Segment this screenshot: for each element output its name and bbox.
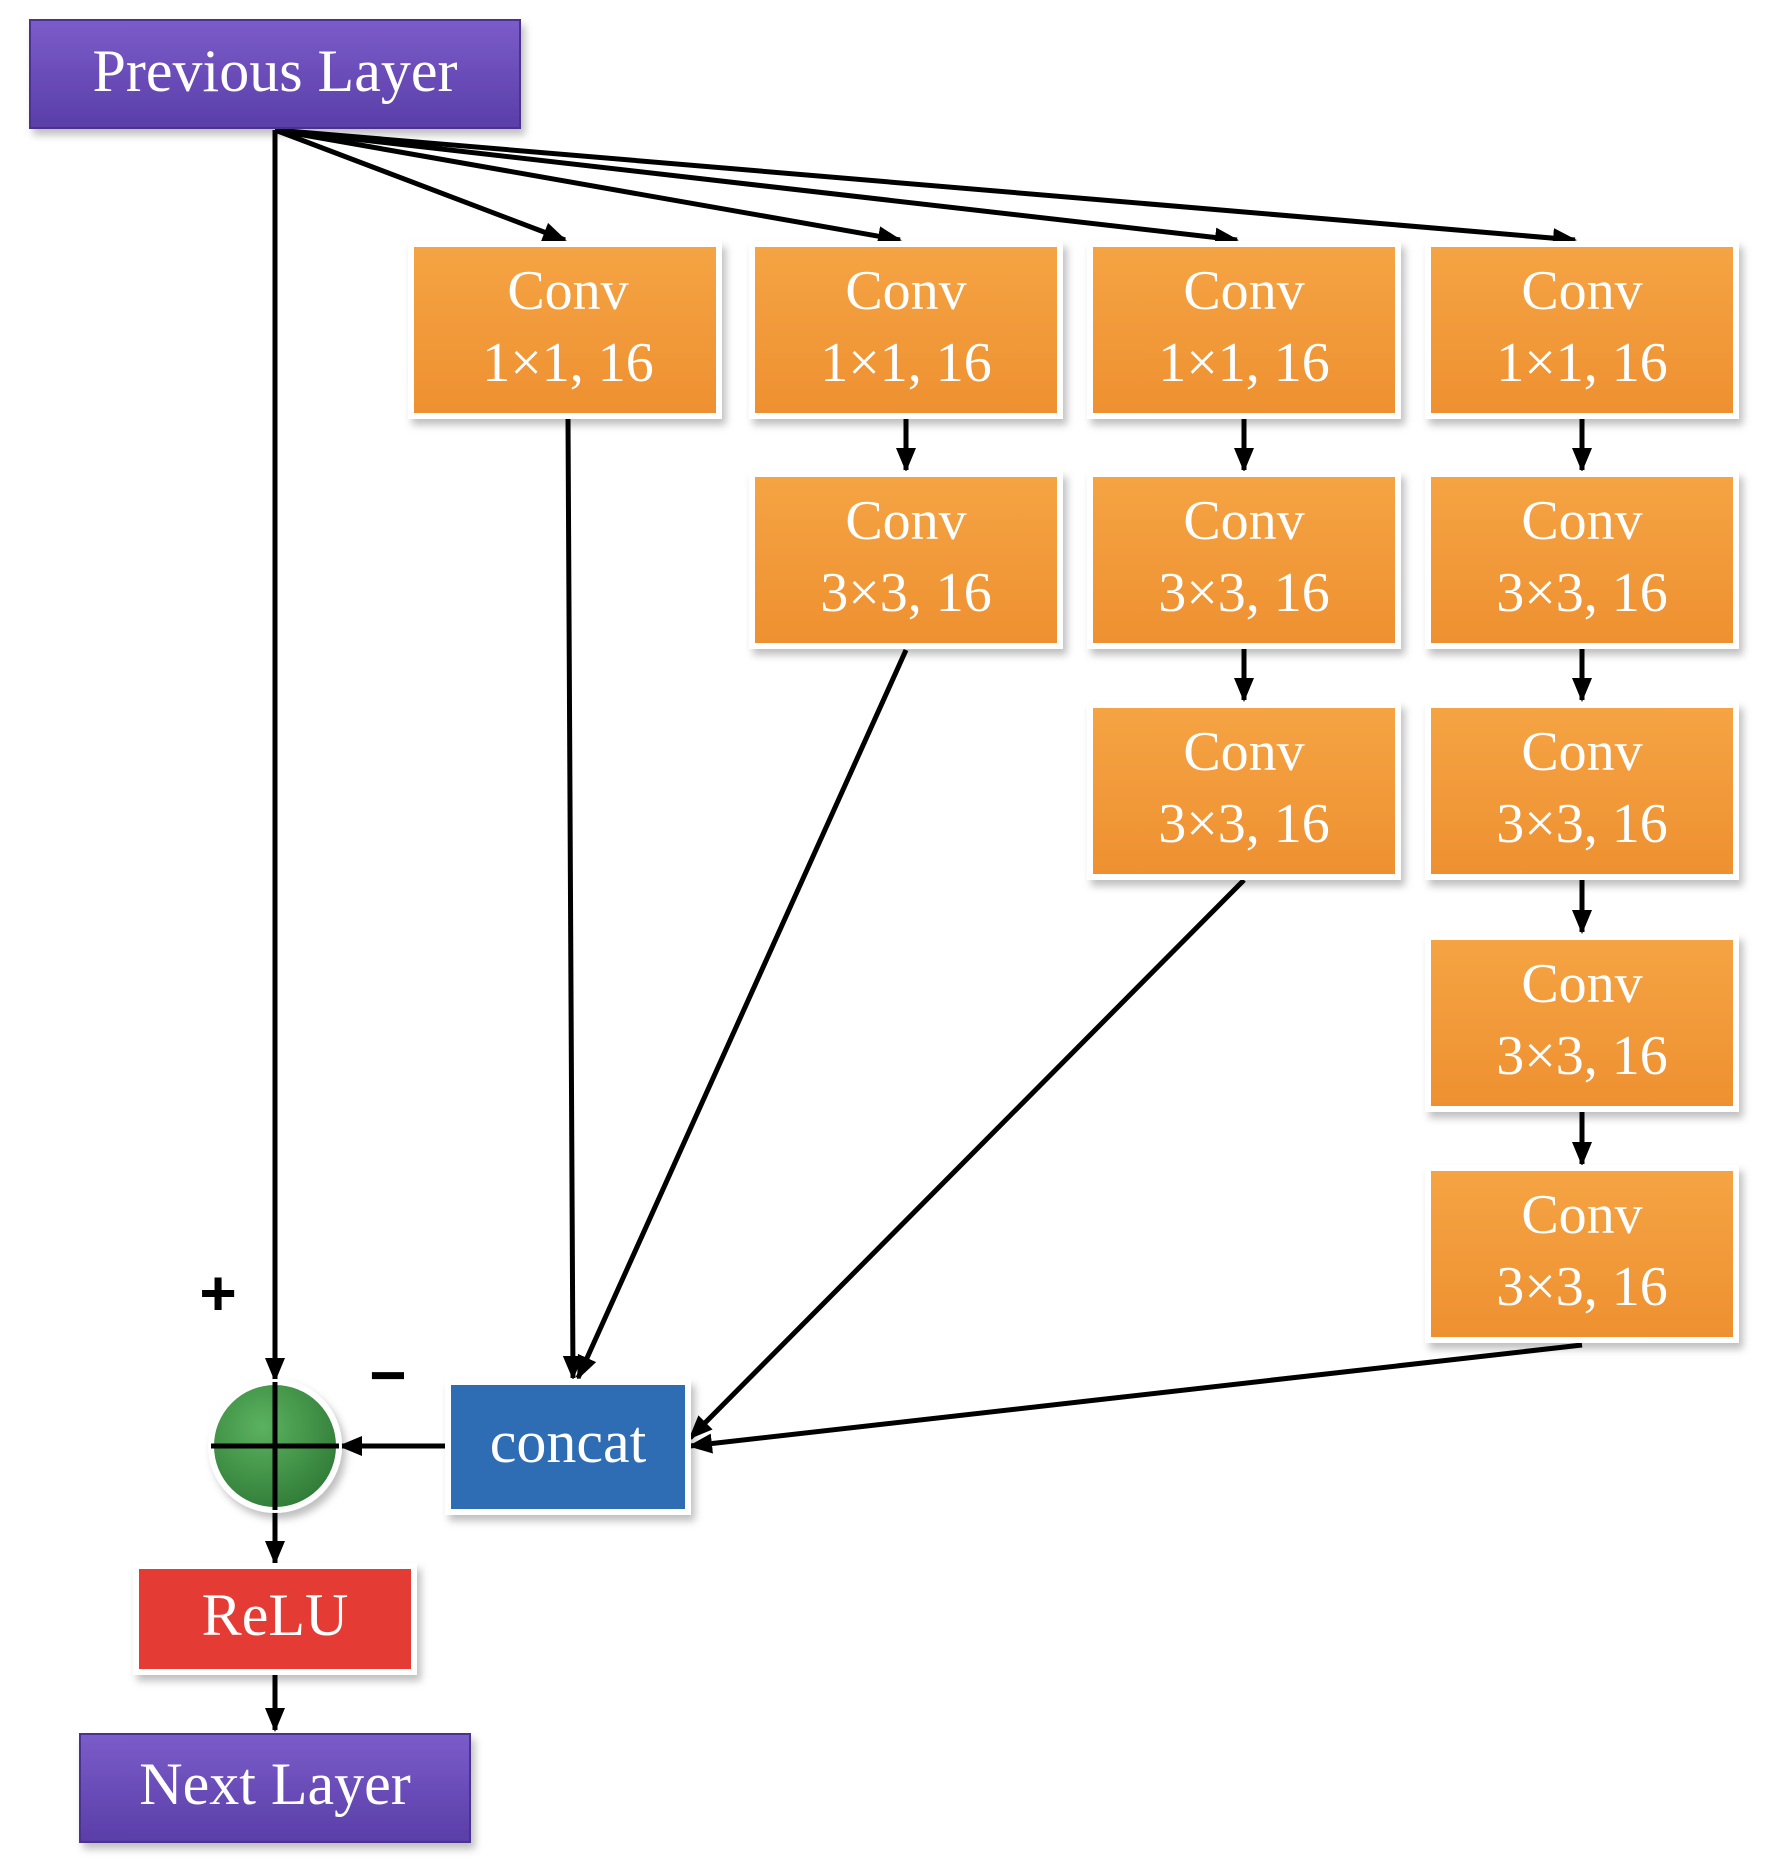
conv-spec: 3×3, 16	[1158, 793, 1330, 855]
conv-spec: 3×3, 16	[820, 562, 992, 624]
conv-spec: 3×3, 16	[1496, 562, 1668, 624]
relu-node	[133, 1563, 417, 1675]
conv-title: Conv	[1521, 490, 1642, 552]
conv-block-col4-row5	[1425, 1165, 1739, 1343]
conv-spec: 3×3, 16	[1496, 1256, 1668, 1318]
previous-layer-node	[29, 19, 521, 129]
conv-blocks: Conv 1×1, 16 Conv 1×1, 16 Conv 3×3, 16 C…	[408, 241, 1739, 1343]
conv-spec: 1×1, 16	[820, 332, 992, 394]
conv-title: Conv	[1521, 1184, 1642, 1246]
conv-spec: 3×3, 16	[1496, 793, 1668, 855]
edge-col4-to-concat	[688, 1342, 1583, 1454]
plus-sign: +	[199, 1257, 236, 1329]
conv-title: Conv	[1521, 953, 1642, 1015]
conv-spec: 3×3, 16	[1496, 1025, 1668, 1087]
previous-layer-label: Previous Layer	[93, 38, 458, 104]
next-layer-label: Next Layer	[139, 1751, 411, 1817]
conv-title: Conv	[1521, 721, 1642, 783]
concat-label: concat	[490, 1409, 647, 1475]
conv-spec: 1×1, 16	[482, 332, 654, 394]
relu-label: ReLU	[202, 1582, 349, 1648]
conv-spec: 1×1, 16	[1496, 332, 1668, 394]
conv-spec: 3×3, 16	[1158, 562, 1330, 624]
conv-block-col4-row1	[1425, 241, 1739, 419]
edge-prev-to-conv-col3	[274, 127, 1239, 248]
circled-plus-icon	[208, 1379, 342, 1513]
minus-sign: −	[369, 1339, 406, 1411]
conv-block-col1-row1	[408, 241, 722, 419]
conv-block-col4-row2	[1425, 471, 1739, 649]
conv-title: Conv	[1183, 260, 1304, 322]
edge-col3-to-concat	[688, 878, 1246, 1440]
conv-block-col3-row2	[1087, 471, 1401, 649]
conv-spec: 1×1, 16	[1158, 332, 1330, 394]
edges	[265, 127, 1592, 1732]
edge-col2-to-concat	[575, 648, 909, 1380]
conv-block-col3-row3	[1087, 702, 1401, 880]
conv-block-col3-row1	[1087, 241, 1401, 419]
conv-block-col4-row4	[1425, 934, 1739, 1112]
conv-title: Conv	[1183, 490, 1304, 552]
conv-block-col2-row2	[749, 471, 1063, 649]
edge-prev-to-conv-col4	[274, 127, 1577, 249]
conv-block-col2-row1	[749, 241, 1063, 419]
conv-title: Conv	[845, 260, 966, 322]
concat-node	[445, 1379, 691, 1515]
edge-prev-to-conv-col1	[274, 127, 567, 243]
next-layer-node	[79, 1733, 471, 1843]
edge-prev-to-conv-col2	[274, 127, 902, 247]
conv-title: Conv	[1521, 260, 1642, 322]
conv-title: Conv	[1183, 721, 1304, 783]
edge-col1-to-concat	[562, 417, 583, 1380]
conv-title: Conv	[845, 490, 966, 552]
conv-block-col4-row3	[1425, 702, 1739, 880]
conv-title: Conv	[507, 260, 628, 322]
